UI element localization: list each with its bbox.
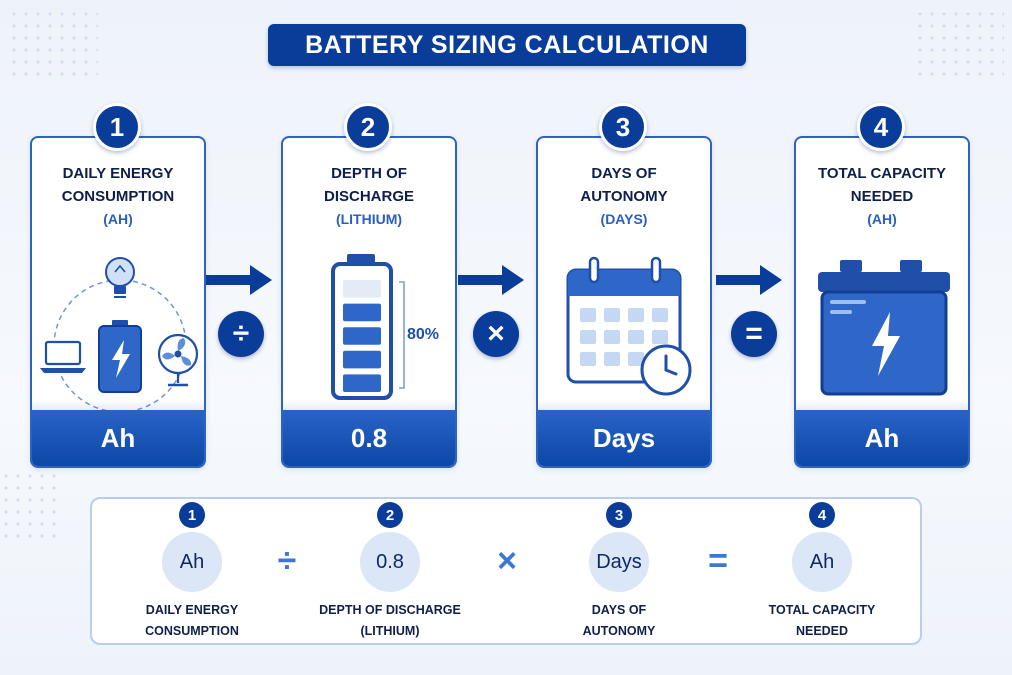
step-1-label: DAILY ENERGY CONSUMPTION (Ah) [32,162,204,231]
step-3-badge: 3 [599,103,647,151]
step-2-value: 0.8 [283,400,455,466]
summary-item-1: 1 Ah DAILY ENERGY CONSUMPTION [102,499,282,647]
summary-label-3-line2: AUTONOMY [582,624,656,638]
battery-level-label: 80% [407,326,439,343]
step-4-card: TOTAL CAPACITY NEEDED (Ah) Ah [794,136,970,468]
step-2-card: DEPTH OF DISCHARGE (LITHIUM) 80% 0.8 [281,136,457,468]
battery-level-segment [343,374,381,392]
lightbulb-icon [105,257,135,298]
equals-operator: = [731,311,777,357]
summary-badge-3: 3 [606,502,632,528]
step-3-label-line2: AUTONOMY [580,188,668,205]
step-3-label-line1: DAYS OF [591,165,657,182]
summary-label-4-line2: NEEDED [795,624,849,638]
summary-label-2-line1: DEPTH OF DISCHARGE [319,603,461,617]
summary-label-1-line1: DAILY ENERGY [145,603,239,617]
summary-label-1-line2: CONSUMPTION [145,624,239,638]
decor-dots [8,8,98,78]
arrow-right-icon [206,265,272,295]
summary-value-1: Ah [162,532,222,592]
summary-equals-operator: = [708,541,728,580]
step-2-label-line2: DISCHARGE [323,188,414,205]
calendar-day-cell [604,352,620,366]
step-1-label-line1: DAILY ENERGY [62,165,174,182]
summary-item-3: 3 Days DAYS OF AUTONOMY [529,499,709,647]
calendar-day-cell [580,352,596,366]
calendar-day-cell [628,352,644,366]
energy-devices-illustration [40,257,199,413]
arrow-right-icon [458,265,524,295]
calendar-day-cell [604,330,620,344]
summary-item-2: 2 0.8 DEPTH OF DISCHARGE (LITHIUM) [300,499,480,647]
calendar-day-cell [628,330,644,344]
summary-label-2: DEPTH OF DISCHARGE (LITHIUM) [300,600,480,642]
step-1-label-line2: CONSUMPTION [61,188,175,205]
fan-icon [157,333,199,387]
car-battery-icon [818,260,950,396]
calendar-day-cell [604,308,620,322]
laptop-icon [40,340,86,373]
battery-level-segment [343,350,381,369]
decor-dots [914,8,1004,78]
battery-level-segment [343,327,381,345]
summary-label-3: DAYS OF AUTONOMY [529,600,709,642]
summary-label-2-line2: (LITHIUM) [360,624,420,638]
summary-value-2: 0.8 [360,532,420,592]
battery-level-segment [343,303,381,322]
battery-level-icon: 80% [331,254,439,400]
step-4-unit: (Ah) [867,211,897,227]
calendar-day-cell [652,330,668,344]
summary-label-4-line1: TOTAL CAPACITY [768,603,876,617]
summary-multiply-operator: × [497,541,517,580]
summary-divide-operator: ÷ [277,541,297,580]
step-4-label-line1: TOTAL CAPACITY [817,165,947,182]
divide-operator: ÷ [218,311,264,357]
summary-formula: 1 Ah DAILY ENERGY CONSUMPTION ÷ 2 0.8 DE… [90,497,922,645]
calendar-day-cell [628,308,644,322]
step-4-value: Ah [796,400,968,466]
summary-badge-1: 1 [179,502,205,528]
step-2-badge: 2 [344,103,392,151]
multiply-operator: × [473,311,519,357]
summary-item-4: 4 Ah TOTAL CAPACITY NEEDED [732,499,912,647]
step-1-value: Ah [32,400,204,466]
battery-level-segment [343,280,381,298]
step-1-unit: (Ah) [103,211,133,227]
summary-label-1: DAILY ENERGY CONSUMPTION [102,600,282,642]
step-2-unit: (LITHIUM) [335,211,403,227]
battery-charging-icon [98,320,142,393]
page-title: BATTERY SIZING CALCULATION [268,24,746,66]
summary-label-3-line1: DAYS OF [591,603,647,617]
step-2-label-line1: DEPTH OF [331,165,407,182]
decor-dots [0,470,60,540]
calendar-day-cell [652,308,668,322]
summary-label-4: TOTAL CAPACITY NEEDED [732,600,912,642]
calendar-day-cell [580,330,596,344]
step-1-badge: 1 [93,103,141,151]
summary-value-4: Ah [792,532,852,592]
step-3-label: DAYS OF AUTONOMY (DAYS) [538,162,710,231]
step-2-label: DEPTH OF DISCHARGE (LITHIUM) [283,162,455,231]
step-1-card: DAILY ENERGY CONSUMPTION (Ah) [30,136,206,468]
step-3-value: Days [538,400,710,466]
step-4-label: TOTAL CAPACITY NEEDED (Ah) [796,162,968,231]
arrow-right-icon [716,265,782,295]
summary-value-3: Days [589,532,649,592]
step-4-badge: 4 [857,103,905,151]
summary-badge-2: 2 [377,502,403,528]
step-4-label-line2: NEEDED [850,188,914,205]
summary-badge-4: 4 [809,502,835,528]
calendar-day-cell [580,308,596,322]
step-3-card: DAYS OF AUTONOMY (DAYS) Days [536,136,712,468]
step-3-unit: (DAYS) [600,211,648,227]
calendar-clock-icon [566,256,692,396]
